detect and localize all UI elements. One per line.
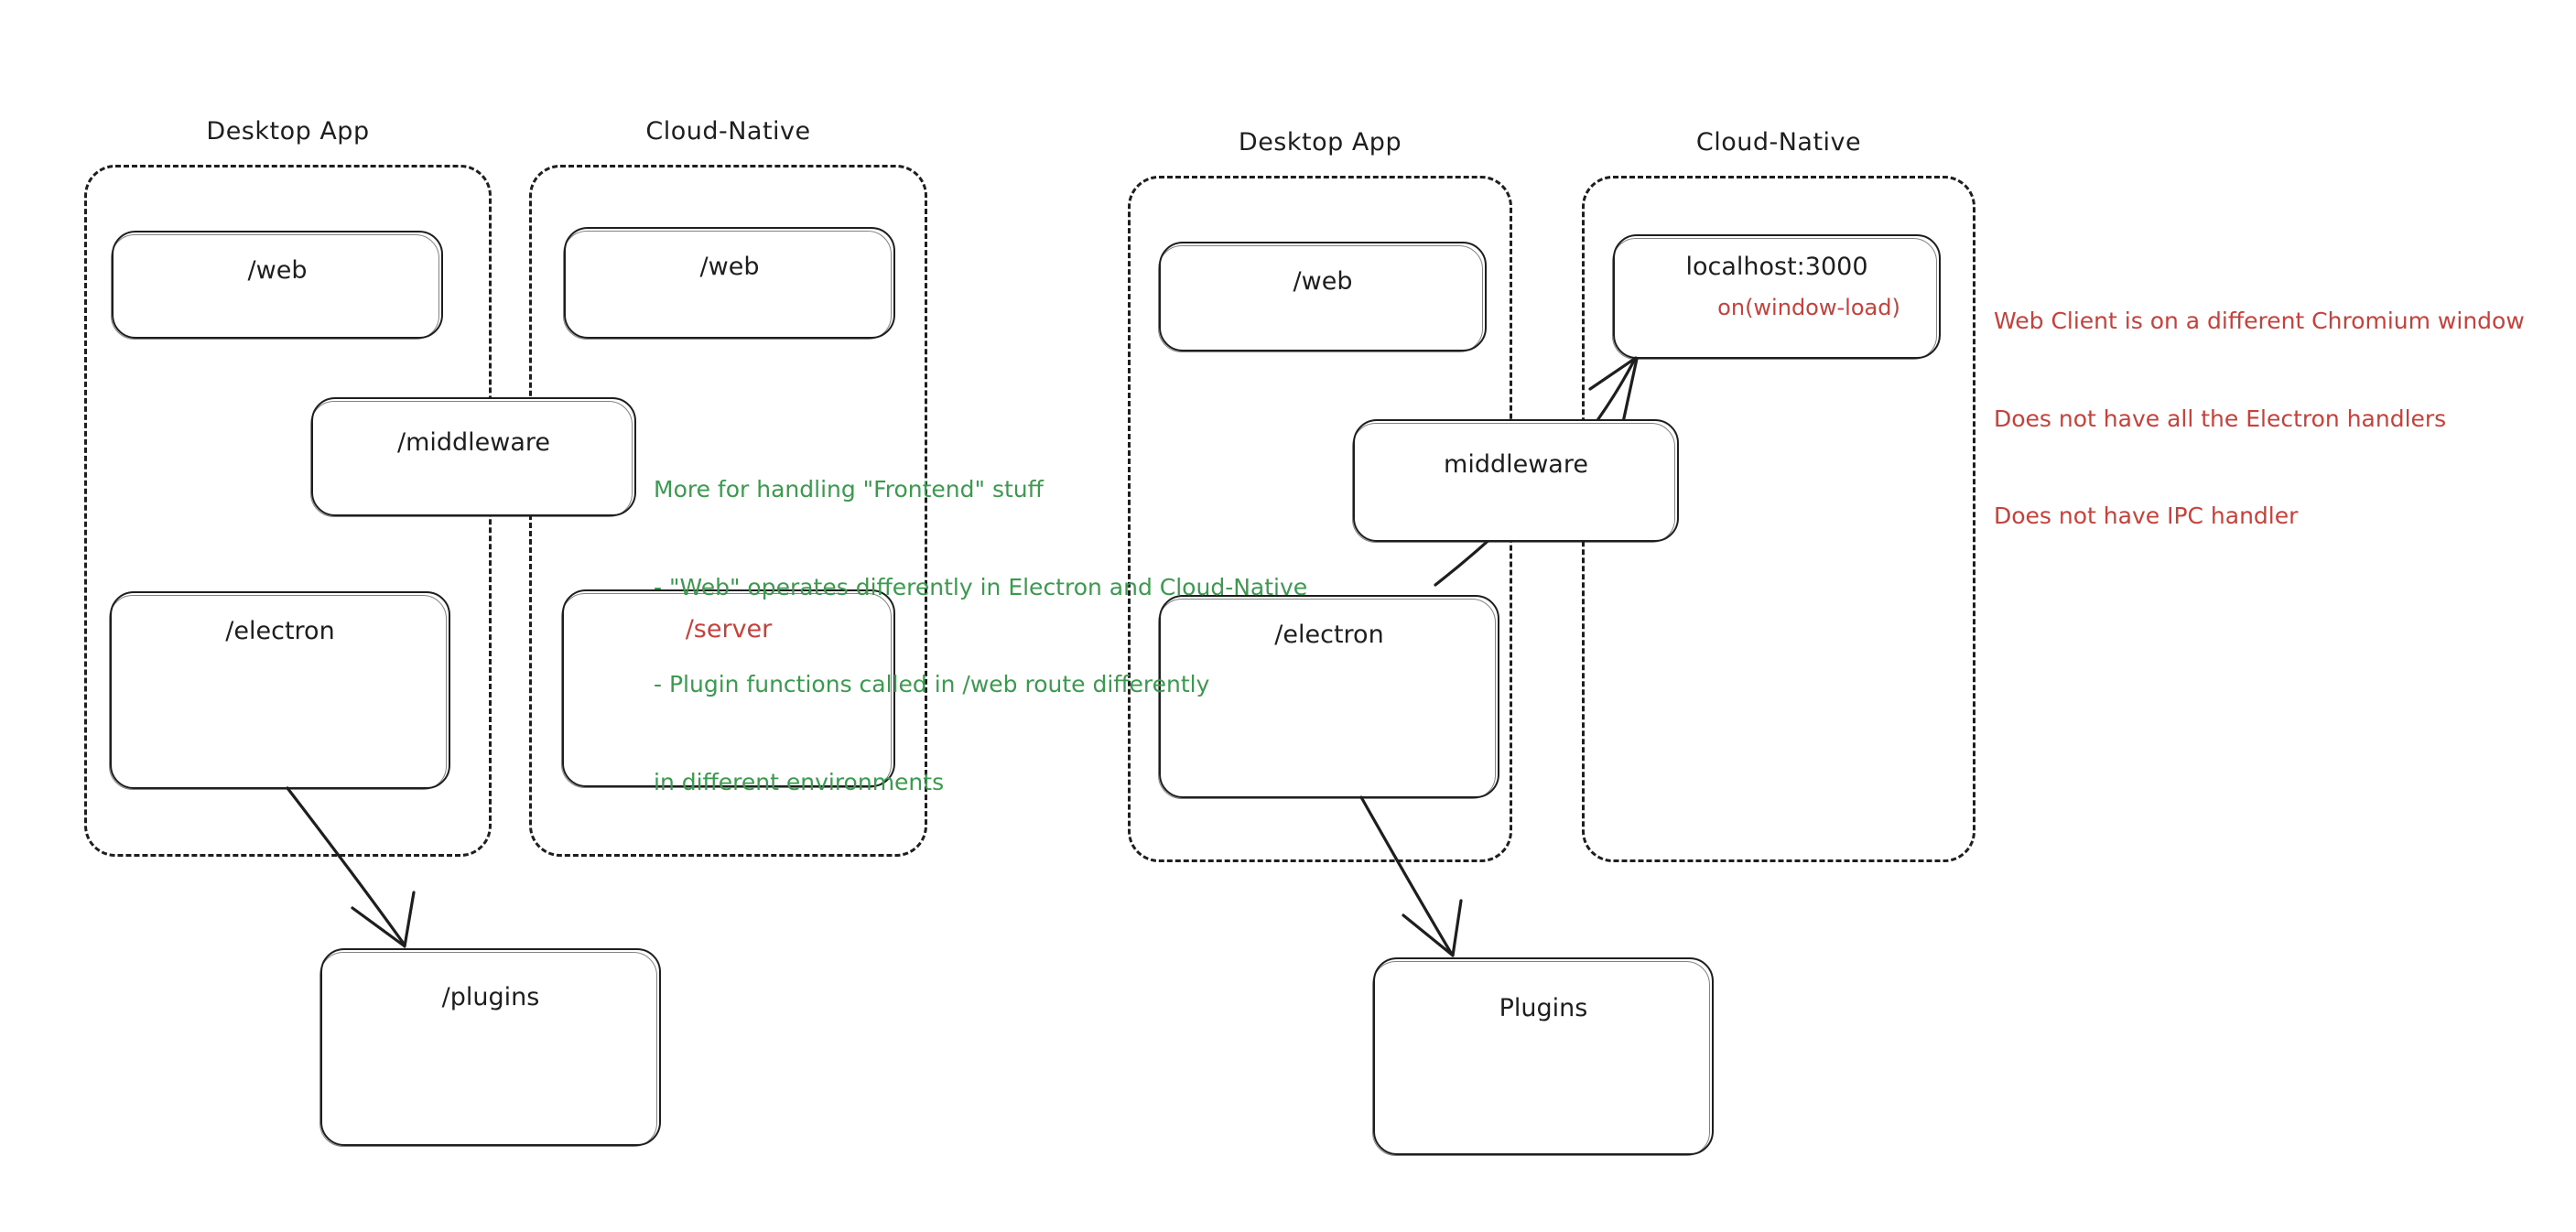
node-right-middleware-label: middleware	[1444, 450, 1588, 479]
node-left-server[interactable]: /server	[561, 589, 895, 788]
annotation-green-line-4: in different environments	[654, 768, 945, 795]
node-right-plugins-label: Plugins	[1499, 994, 1588, 1022]
node-right-middleware[interactable]: middleware	[1352, 419, 1679, 543]
node-left-cloud-web[interactable]: /web	[563, 227, 895, 340]
node-left-desktop-web[interactable]: /web	[111, 231, 443, 340]
group-left-cloud-native-label: Cloud-Native	[645, 117, 811, 146]
annotation-red-line-1: Web Client is on a different Chromium wi…	[1994, 308, 2525, 334]
node-left-plugins-label: /plugins	[441, 983, 540, 1011]
node-left-plugins[interactable]: /plugins	[319, 948, 661, 1147]
annotation-green-line-3: - Plugin functions called in /web route …	[654, 671, 1210, 697]
annotation-green-line-1: More for handling "Frontend" stuff	[654, 476, 1044, 503]
node-right-desktop-web[interactable]: /web	[1158, 242, 1487, 352]
node-left-cloud-web-label: /web	[699, 253, 760, 281]
node-left-middleware[interactable]: /middleware	[310, 397, 636, 517]
node-left-middleware-label: /middleware	[396, 428, 551, 457]
group-right-desktop-app-label: Desktop App	[1238, 128, 1402, 157]
node-right-localhost[interactable]: localhost:3000 on(window-load)	[1612, 234, 1941, 360]
annotation-green-line-2: - "Web" operates differently in Electron…	[654, 573, 1308, 600]
annotation-red-line-2: Does not have all the Electron handlers	[1994, 405, 2447, 432]
annotation-red-line-3: Does not have IPC handler	[1994, 503, 2299, 529]
node-right-desktop-web-label: /web	[1293, 267, 1353, 296]
node-right-localhost-label: localhost:3000	[1685, 253, 1868, 281]
node-right-electron[interactable]: /electron	[1158, 595, 1499, 799]
annotation-red-web-client: Web Client is on a different Chromium wi…	[1994, 240, 2525, 598]
annotation-green-frontend: More for handling "Frontend" stuff - "We…	[654, 408, 1307, 863]
group-right-cloud-native-label: Cloud-Native	[1695, 128, 1862, 157]
node-right-localhost-sublabel: on(window-load)	[1717, 295, 1900, 320]
node-right-plugins[interactable]: Plugins	[1372, 957, 1714, 1156]
group-left-desktop-app-label: Desktop App	[206, 117, 370, 146]
node-left-electron[interactable]: /electron	[109, 591, 450, 790]
node-left-electron-label: /electron	[225, 617, 335, 645]
node-left-server-label: /server	[685, 615, 773, 643]
node-left-desktop-web-label: /web	[247, 256, 308, 285]
node-right-electron-label: /electron	[1274, 621, 1384, 649]
